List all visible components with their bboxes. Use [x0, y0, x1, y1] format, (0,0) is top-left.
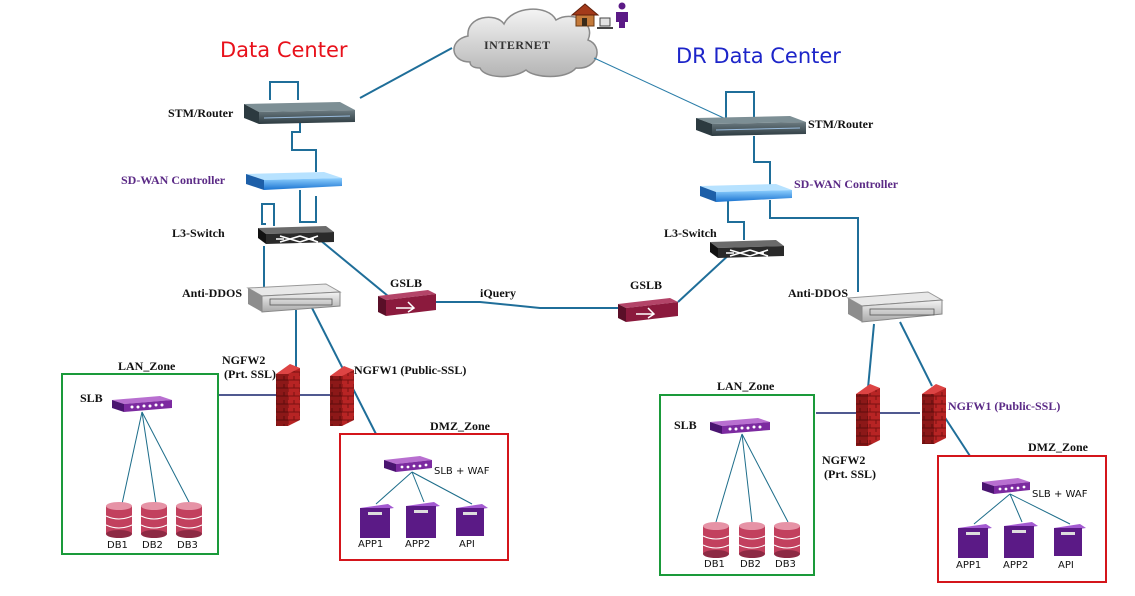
dc-ngfw2-firewall[interactable]: [276, 364, 300, 426]
internet-cloud: INTERNET: [453, 8, 598, 78]
dc-db3-label: DB3: [177, 540, 198, 551]
dc-db2-label: DB2: [142, 540, 163, 551]
dc-slb-label: SLB: [80, 391, 103, 405]
dr-router-label: STM/Router: [808, 117, 874, 131]
laptop-icon: [597, 17, 613, 29]
person-icon: [616, 2, 628, 28]
dc-db1-label: DB1: [107, 540, 128, 551]
dc-ngfw1-label: NGFW1 (Public-SSL): [354, 363, 466, 377]
dr-ngfw1-label: NGFW1 (Public-SSL): [948, 399, 1060, 413]
dc-db2-icon: [140, 502, 168, 538]
dr-app-tree: [973, 493, 1071, 525]
dr-ngfw1-firewall[interactable]: [922, 384, 946, 444]
dr-ngfw2-firewall[interactable]: [856, 384, 880, 446]
dc-app2-label: APP2: [405, 539, 430, 550]
dr-anti-ddos[interactable]: [846, 291, 944, 323]
dc-sdwan-controller[interactable]: [246, 172, 342, 190]
dr-db1-icon: [702, 522, 730, 558]
dc-db3-icon: [175, 502, 203, 538]
dc-slb[interactable]: [112, 396, 172, 412]
house-icon: [570, 3, 600, 27]
dc-gslb[interactable]: [378, 290, 436, 316]
dc-dmz-zone: [339, 433, 509, 561]
dr-sdwan-controller[interactable]: [700, 184, 792, 202]
dr-db3-label: DB3: [775, 559, 796, 570]
dc-dmz-zone-label: DMZ_Zone: [430, 419, 491, 433]
dr-db2-label: DB2: [740, 559, 761, 570]
dr-db2-icon: [738, 522, 766, 558]
dr-db-cylinders: [702, 522, 801, 558]
dc-slb-tree: [121, 411, 191, 505]
dr-ngfw2-label-a: NGFW2: [822, 453, 865, 467]
dr-gslb[interactable]: [618, 298, 678, 322]
dr-app2-label: APP2: [1003, 560, 1028, 571]
dr-api-icon: [1054, 524, 1086, 556]
dc-lan-zone: [61, 373, 219, 555]
dc-title: Data Center: [220, 38, 348, 62]
dr-slb-waf-label: SLB + WAF: [1032, 489, 1088, 500]
dr-app-servers: [958, 522, 1086, 558]
iquery-label: iQuery: [480, 286, 516, 300]
dr-app1-icon: [958, 524, 992, 558]
dr-lan-zone-label: LAN_Zone: [717, 379, 775, 393]
dr-lan-zone: [659, 394, 815, 576]
dr-dmz-zone: [937, 455, 1107, 583]
dc-app-tree: [375, 471, 473, 505]
dc-antiddos-label: Anti-DDOS: [182, 286, 242, 300]
dr-slb[interactable]: [710, 418, 770, 434]
dc-ngfw2-label-b: (Prt. SSL): [224, 367, 276, 381]
dr-api-label: API: [1058, 560, 1074, 571]
dc-slb-waf[interactable]: [384, 456, 432, 472]
dc-api-label: API: [459, 539, 475, 550]
dc-db1-icon: [105, 502, 133, 538]
dc-app1-icon: [360, 504, 394, 538]
dr-slb-tree: [715, 433, 789, 523]
dc-db-cylinders: [105, 502, 203, 538]
dr-app1-label: APP1: [956, 560, 981, 571]
dc-router-label: STM/Router: [168, 106, 234, 120]
dc-l3-switch[interactable]: [258, 226, 334, 244]
dc-lan-zone-label: LAN_Zone: [118, 359, 176, 373]
dr-l3-switch[interactable]: [710, 240, 784, 258]
dc-slb-waf-label: SLB + WAF: [434, 466, 490, 477]
dr-app2-icon: [1004, 522, 1038, 558]
dc-api-icon: [456, 504, 488, 536]
dc-sdwan-label: SD-WAN Controller: [121, 173, 226, 187]
dr-sdwan-label: SD-WAN Controller: [794, 177, 899, 191]
dr-db1-label: DB1: [704, 559, 725, 570]
dr-gslb-label: GSLB: [630, 278, 662, 292]
dc-anti-ddos[interactable]: [246, 283, 342, 313]
dc-gslb-label: GSLB: [390, 276, 422, 290]
dc-ngfw2-label-a: NGFW2: [222, 353, 265, 367]
dr-router[interactable]: [696, 116, 806, 136]
dc-ngfw1-firewall[interactable]: [330, 366, 354, 426]
dr-title: DR Data Center: [676, 44, 841, 68]
dr-dmz-zone-label: DMZ_Zone: [1028, 440, 1089, 454]
internet-label: INTERNET: [484, 38, 551, 52]
dc-app-servers: [360, 502, 488, 538]
dr-l3-label: L3-Switch: [664, 226, 717, 240]
dr-slb-label: SLB: [674, 418, 697, 432]
dc-app2-icon: [406, 502, 440, 538]
dc-app1-label: APP1: [358, 539, 383, 550]
dr-db3-icon: [773, 522, 801, 558]
dr-slb-waf[interactable]: [982, 478, 1030, 494]
dr-ngfw2-label-b: (Prt. SSL): [824, 467, 876, 481]
dr-antiddos-label: Anti-DDOS: [788, 286, 848, 300]
dc-router[interactable]: [244, 102, 355, 124]
dc-l3-label: L3-Switch: [172, 226, 225, 240]
